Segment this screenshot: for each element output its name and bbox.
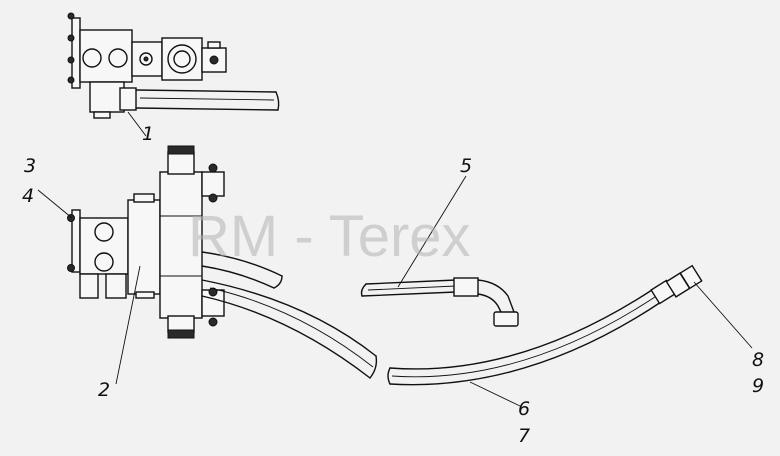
hose-assembly-5 [360,277,519,327]
main-view-valve-assembly [67,145,378,379]
callout-5: 5 [460,155,472,177]
leader-line-2 [115,265,141,385]
watermark-text: RM - Terex [188,204,471,269]
callout-6: 6 [518,398,530,420]
leader-line-8-9 [693,281,753,349]
leader-line-1 [127,111,147,137]
callout-8: 8 [752,349,764,371]
callout-2: 2 [98,379,110,401]
callout-3: 3 [24,155,36,177]
callout-1: 1 [142,123,154,145]
callout-7: 7 [518,425,530,447]
leader-line-3-4 [37,189,73,219]
hose-assembly-6-7 [387,264,703,386]
callout-4: 4 [22,185,34,207]
leader-line-5 [397,175,467,288]
top-view-valve-assembly [67,12,280,119]
callout-9: 9 [752,375,764,397]
leader-line-6-7 [469,381,521,407]
